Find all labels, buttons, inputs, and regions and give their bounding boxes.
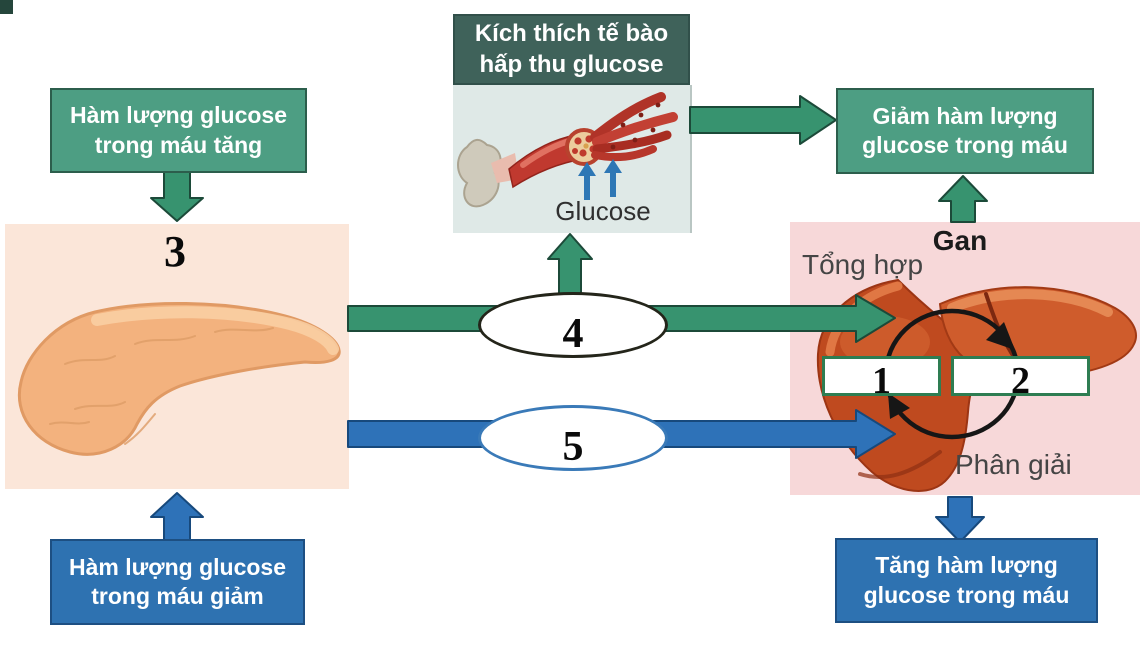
- arrow-liver-to-increase: [935, 496, 985, 543]
- box-glucose-increase: Tăng hàm lượng glucose trong máu: [835, 538, 1098, 623]
- pancreas-panel: [5, 224, 349, 489]
- box-glucose-fall: Hàm lượng glucose trong máu giảm: [50, 539, 305, 625]
- oval-4-number: 4: [562, 311, 584, 357]
- arrow-liver-to-decrease: [938, 175, 988, 223]
- synthesis-label: Tổng hợp: [802, 249, 924, 280]
- arrow-rise-to-pancreas: [150, 171, 204, 222]
- arrow-fall-to-pancreas: [150, 492, 204, 541]
- oval-5-number: 5: [562, 424, 584, 470]
- blank-1-number: 1: [872, 360, 891, 402]
- liver-title: Gan: [932, 225, 988, 256]
- muscle-illustration: [457, 92, 678, 208]
- answer-box-2: 2: [951, 356, 1090, 400]
- box-glucose-decrease: Giảm hàm lượng glucose trong máu: [836, 88, 1094, 174]
- answer-box-1: 1: [822, 356, 941, 400]
- glucose-uptake-arrows: [578, 159, 622, 200]
- muscle-stimulus-title: Kích thích tế bào hấp thu glucose: [453, 14, 690, 85]
- breakdown-label: Phân giải: [955, 449, 1072, 480]
- pancreas-illustration: [18, 301, 341, 456]
- muscle-panel: Glucose: [453, 85, 692, 233]
- answer-oval-4: 4: [478, 292, 668, 358]
- answer-oval-5: 5: [478, 405, 668, 471]
- answer-number-3: 3: [164, 227, 186, 276]
- blank-2-number: 2: [1011, 360, 1030, 402]
- corner-artifact: [0, 0, 13, 14]
- glucose-label: Glucose: [555, 196, 651, 226]
- arrow-muscle-to-decrease: [689, 95, 837, 145]
- box-glucose-rise: Hàm lượng glucose trong máu tăng: [50, 88, 307, 173]
